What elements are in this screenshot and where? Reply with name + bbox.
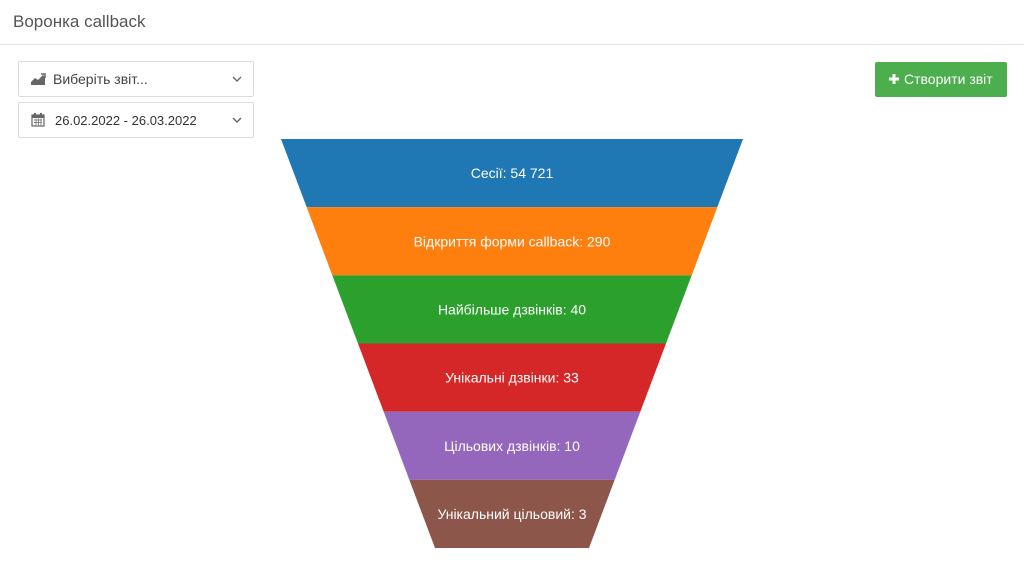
chevron-down-icon <box>232 76 242 82</box>
create-report-button[interactable]: Створити звіт <box>875 62 1007 97</box>
plus-icon <box>889 74 899 84</box>
funnel-stage-label: Відкриття форми callback: 290 <box>414 233 611 249</box>
funnel-stage-label: Цільових дзвінків: 10 <box>444 438 580 454</box>
funnel-stage-label: Найбільше дзвінків: 40 <box>438 301 586 317</box>
page-title: Воронка callback <box>13 12 146 31</box>
funnel-stage-3[interactable] <box>332 275 692 344</box>
funnel-stage-label: Унікальний цільовий: 3 <box>437 506 586 522</box>
date-range-value: 26.02.2022 - 26.03.2022 <box>55 113 197 128</box>
calendar-icon <box>31 113 45 127</box>
funnel-stage-4[interactable] <box>358 343 666 412</box>
date-range-picker[interactable]: 26.02.2022 - 26.03.2022 <box>18 102 254 138</box>
funnel-stage-label: Сесії: 54 721 <box>471 165 554 181</box>
report-select[interactable]: Виберіть звіт... <box>18 61 254 97</box>
funnel-stage-2[interactable] <box>306 207 718 276</box>
chevron-down-icon <box>232 117 242 123</box>
funnel-stage-1[interactable] <box>281 139 743 208</box>
funnel-stage-5[interactable] <box>383 411 641 480</box>
area-chart-icon <box>31 73 46 85</box>
create-report-label: Створити звіт <box>904 71 993 87</box>
funnel-stage-6[interactable] <box>409 479 615 548</box>
report-select-placeholder: Виберіть звіт... <box>53 71 148 87</box>
funnel-stage-label: Унікальні дзвінки: 33 <box>445 370 579 386</box>
page-header: Воронка callback <box>0 0 1024 45</box>
